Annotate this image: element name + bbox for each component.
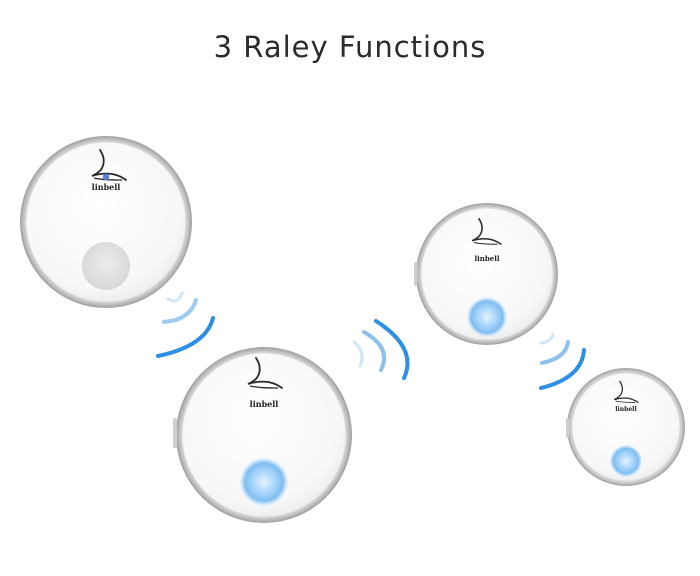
transmitter-device: linbell xyxy=(20,136,192,308)
brand-label: linbell xyxy=(250,399,279,409)
wireless-signal-icon xyxy=(352,319,410,380)
brand-logo-icon xyxy=(247,357,283,389)
page-title: 3 Raley Functions xyxy=(213,30,487,64)
brand-label: linbell xyxy=(474,254,499,263)
receiver-large-device: linbell xyxy=(173,347,352,523)
receiver-medium-device: linbell xyxy=(414,203,558,345)
brand-label: linbell xyxy=(92,182,121,192)
brand-label: linbell xyxy=(615,406,637,413)
led-indicator xyxy=(610,445,642,477)
brand-logo-icon xyxy=(471,217,502,245)
side-button[interactable] xyxy=(414,262,418,286)
status-led-icon xyxy=(102,173,110,181)
side-button[interactable] xyxy=(173,418,177,448)
receiver-small-device: linbell xyxy=(566,368,685,486)
wireless-signal-icon xyxy=(156,291,215,358)
call-button[interactable] xyxy=(82,242,130,290)
led-indicator xyxy=(240,458,288,506)
wireless-signal-icon xyxy=(539,332,586,390)
brand-logo-icon xyxy=(613,380,639,404)
side-button[interactable] xyxy=(566,418,569,438)
led-indicator xyxy=(467,297,507,337)
